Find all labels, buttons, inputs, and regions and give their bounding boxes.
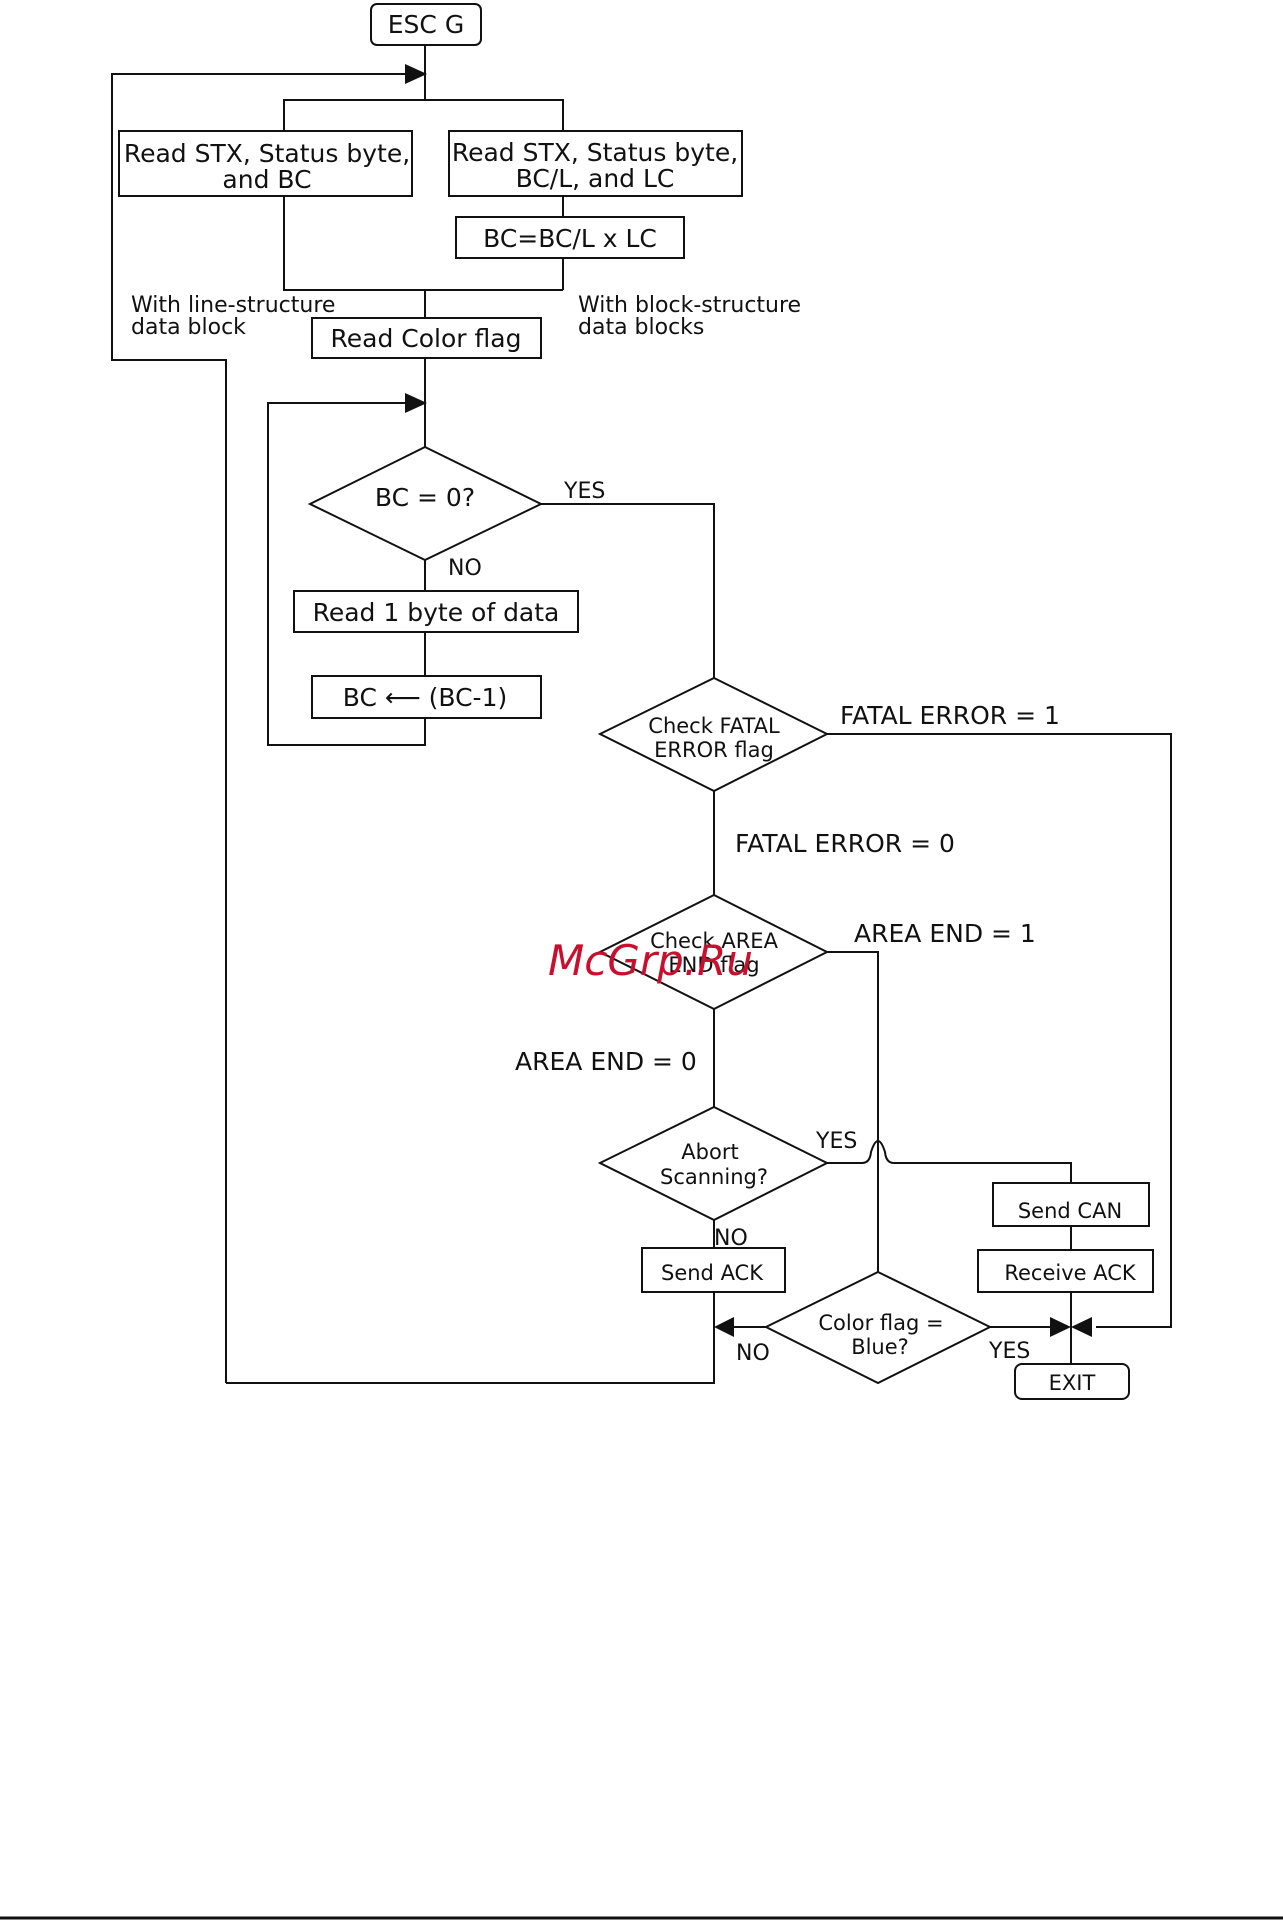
- esc-g-terminal: ESC G: [370, 3, 482, 46]
- check-fatal-error-decision: Check FATAL ERROR flag: [597, 676, 830, 793]
- bc-zero-decision: BC = 0?: [307, 445, 544, 562]
- svg-text:Check AREA: Check AREA: [650, 929, 779, 953]
- svg-text:BC ⟵ (BC-1): BC ⟵ (BC-1): [343, 683, 508, 712]
- read-line-structure-box: Read STX, Status byte, and BC: [118, 130, 413, 197]
- connectors: [111, 45, 1172, 1384]
- receive-ack-box: Receive ACK: [977, 1249, 1154, 1293]
- bc-decrement-box: BC ⟵ (BC-1): [311, 675, 542, 719]
- send-can-box: Send CAN: [992, 1182, 1150, 1227]
- line-structure-label: With line-structure: [131, 293, 335, 318]
- send-ack-box: Send ACK: [641, 1247, 786, 1293]
- arrow-color-no: [714, 1317, 734, 1337]
- svg-text:Read STX, Status byte,: Read STX, Status byte,: [452, 138, 738, 167]
- bc-no-label: NO: [448, 556, 482, 581]
- svg-text:Read Color flag: Read Color flag: [331, 324, 522, 353]
- svg-text:EXIT: EXIT: [1049, 1371, 1096, 1395]
- svg-text:BC=BC/L x LC: BC=BC/L x LC: [483, 224, 657, 253]
- read-block-structure-box: Read STX, Status byte, BC/L, and LC: [448, 130, 743, 197]
- bc-yes-label: YES: [563, 479, 605, 504]
- svg-text:data blocks: data blocks: [578, 315, 704, 340]
- arrow-fatal-exit: [1071, 1317, 1092, 1337]
- read-color-flag-box: Read Color flag: [311, 317, 542, 359]
- arrowheads: [405, 64, 1092, 1337]
- svg-text:Abort: Abort: [681, 1140, 738, 1164]
- svg-text:Scanning?: Scanning?: [660, 1165, 768, 1189]
- svg-text:Read STX, Status byte,: Read STX, Status byte,: [124, 139, 410, 168]
- svg-text:BC/L, and LC: BC/L, and LC: [516, 164, 675, 193]
- svg-text:Color flag =: Color flag =: [818, 1311, 943, 1335]
- branch-labels: With line-structure data block With bloc…: [131, 293, 1060, 1366]
- svg-text:Read 1 byte of data: Read 1 byte of data: [313, 598, 560, 627]
- bc-calc-box: BC=BC/L x LC: [455, 216, 685, 259]
- area-zero-label: AREA END = 0: [515, 1047, 697, 1076]
- arrow-top-merge: [405, 64, 427, 84]
- color-flag-blue-decision: Color flag = Blue?: [763, 1270, 993, 1385]
- arrow-color-yes: [1050, 1317, 1071, 1337]
- esc-g-label: ESC G: [388, 10, 464, 39]
- abort-no-label: NO: [714, 1226, 748, 1251]
- svg-text:Receive ACK: Receive ACK: [1004, 1261, 1137, 1285]
- svg-text:Check FATAL: Check FATAL: [648, 714, 780, 738]
- svg-text:END flag: END flag: [668, 953, 759, 977]
- abort-yes-label: YES: [815, 1129, 857, 1154]
- svg-text:and BC: and BC: [222, 165, 311, 194]
- color-no-label: NO: [736, 1341, 770, 1366]
- area-one-label: AREA END = 1: [854, 919, 1036, 948]
- svg-text:Blue?: Blue?: [851, 1335, 909, 1359]
- abort-scanning-decision: Abort Scanning?: [597, 1105, 830, 1222]
- watermark: McGrp.Ru: [548, 936, 753, 985]
- exit-terminal: EXIT: [1014, 1363, 1130, 1400]
- check-area-end-decision: Check AREA END flag: [597, 893, 830, 1011]
- block-structure-label: With block-structure: [578, 293, 801, 318]
- svg-text:Send ACK: Send ACK: [661, 1261, 764, 1285]
- fatal-zero-label: FATAL ERROR = 0: [735, 829, 955, 858]
- svg-text:data block: data block: [131, 315, 246, 340]
- fatal-one-label: FATAL ERROR = 1: [840, 701, 1060, 730]
- read-byte-box: Read 1 byte of data: [293, 590, 579, 633]
- svg-text:BC = 0?: BC = 0?: [375, 483, 475, 512]
- svg-text:ERROR flag: ERROR flag: [654, 738, 774, 762]
- color-yes-label: YES: [988, 1339, 1030, 1364]
- arrow-inner-merge: [405, 393, 427, 413]
- svg-text:Send CAN: Send CAN: [1018, 1199, 1122, 1223]
